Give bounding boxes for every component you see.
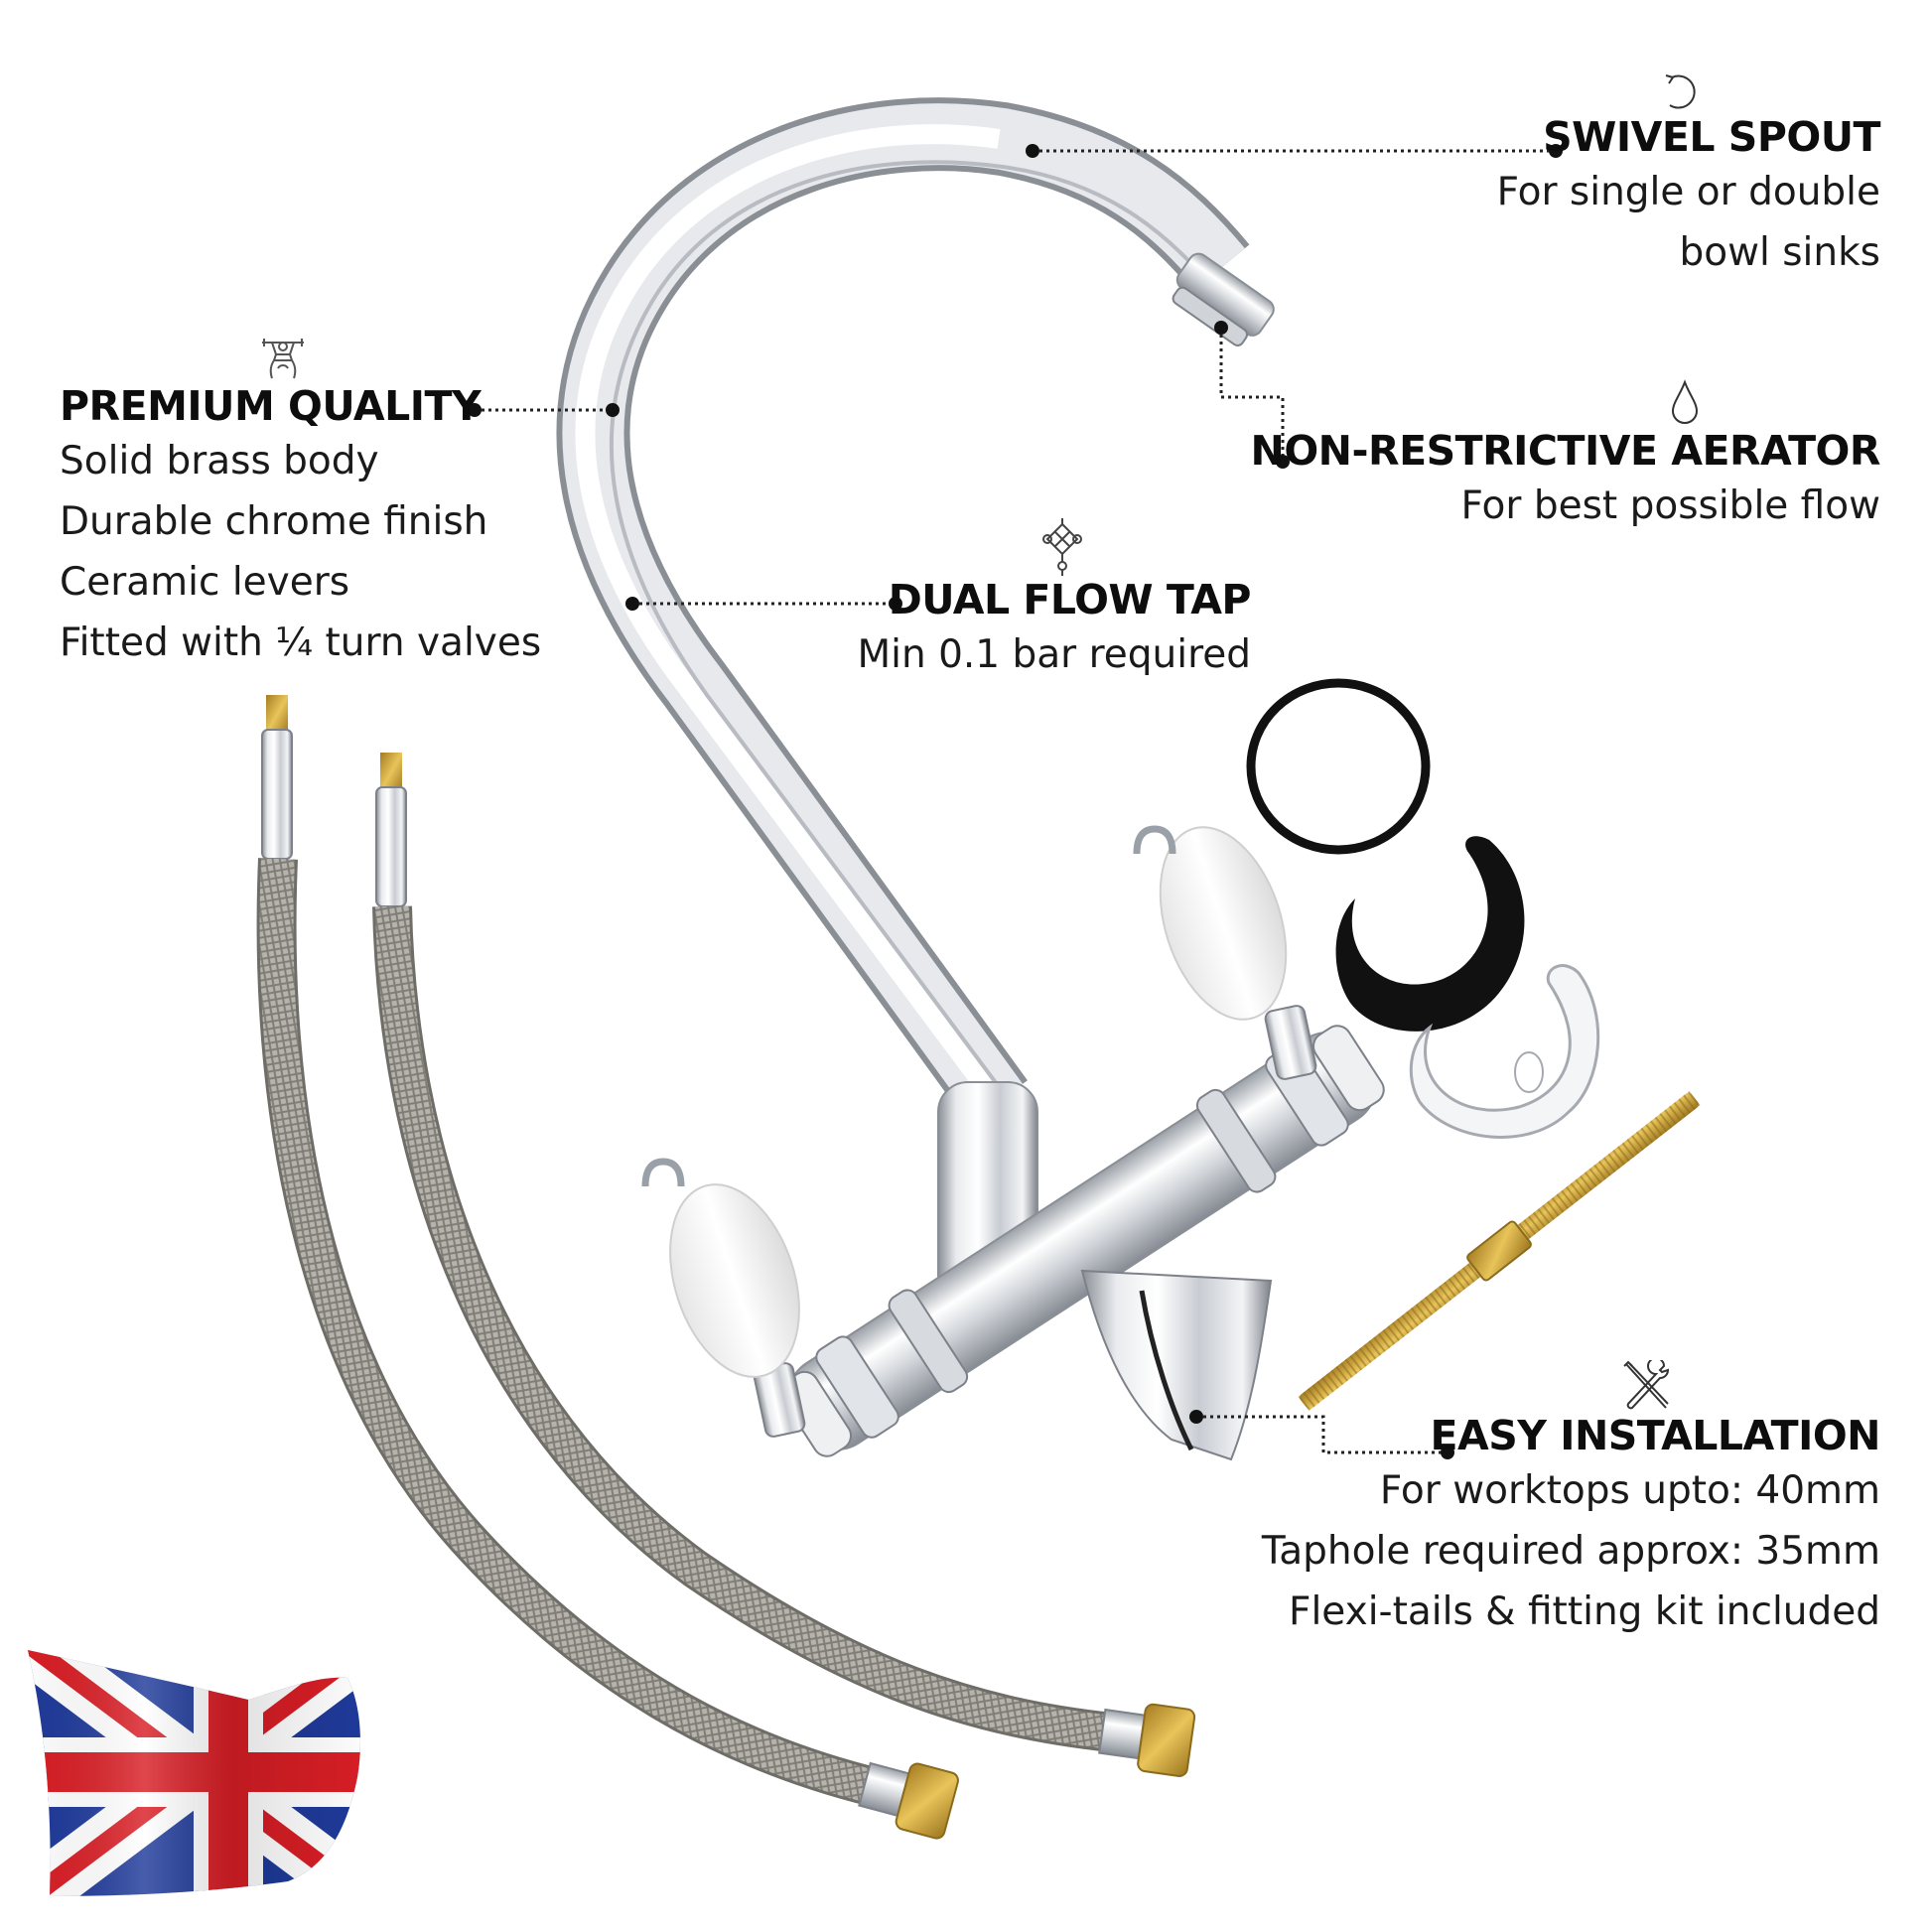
feature-line: For best possible flow bbox=[1460, 483, 1881, 529]
feature-line: Solid brass body bbox=[60, 439, 379, 484]
feature-line: Min 0.1 bar required bbox=[857, 632, 1251, 678]
feature-line: Ceramic levers bbox=[60, 560, 350, 606]
feature-dual-flow-tap: DUAL FLOW TAP Min 0.1 bar required bbox=[857, 516, 1251, 685]
leader-dots bbox=[468, 144, 1563, 1459]
feature-line: Taphole required approx: 35mm bbox=[1261, 1529, 1880, 1575]
feature-line: Fitted with ¼ turn valves bbox=[60, 621, 542, 666]
feature-title: EASY INSTALLATION bbox=[1430, 1412, 1880, 1459]
feature-title: SWIVEL SPOUT bbox=[1543, 113, 1880, 161]
feature-premium-quality: PREMIUM QUALITY Solid brass body Durable… bbox=[60, 333, 541, 673]
swivel-spout bbox=[556, 97, 1275, 1124]
ceramic-lever-right bbox=[1133, 825, 1317, 1080]
aerator bbox=[1172, 252, 1275, 346]
feature-easy-installation: EASY INSTALLATION For worktops upto: 40m… bbox=[1261, 1360, 1881, 1642]
feature-line: Durable chrome finish bbox=[60, 499, 488, 545]
flexi-tail-hose-left bbox=[256, 695, 959, 1840]
leader-lines bbox=[475, 149, 1556, 1454]
metal-horseshoe-washer bbox=[1409, 964, 1600, 1139]
o-ring bbox=[1246, 678, 1431, 855]
feature-line: For worktops upto: 40mm bbox=[1379, 1468, 1880, 1514]
feature-title: DUAL FLOW TAP bbox=[888, 576, 1252, 623]
united-kingdom-flag bbox=[28, 1650, 360, 1896]
feature-title: PREMIUM QUALITY bbox=[60, 382, 482, 430]
feature-line: For single or double bbox=[1496, 170, 1880, 215]
weightlifter-icon bbox=[262, 339, 304, 379]
ceramic-lever-left bbox=[641, 1158, 806, 1438]
knot-icon bbox=[1042, 518, 1082, 576]
feature-aerator: NON-RESTRICTIVE AERATOR For best possibl… bbox=[1250, 379, 1881, 536]
brass-threaded-rod bbox=[1298, 1090, 1701, 1412]
feature-swivel-spout: SWIVEL SPOUT For single or double bowl s… bbox=[1496, 69, 1881, 283]
feature-line: bowl sinks bbox=[1679, 230, 1880, 276]
feature-line: Flexi-tails & fitting kit included bbox=[1289, 1589, 1880, 1635]
tools-icon bbox=[1623, 1360, 1670, 1410]
rotate-icon bbox=[1665, 74, 1696, 109]
water-drop-icon bbox=[1671, 379, 1699, 424]
feature-title: NON-RESTRICTIVE AERATOR bbox=[1250, 427, 1881, 475]
flexi-tail-hose-right bbox=[372, 753, 1196, 1777]
rubber-horseshoe-gasket bbox=[1335, 836, 1525, 1032]
